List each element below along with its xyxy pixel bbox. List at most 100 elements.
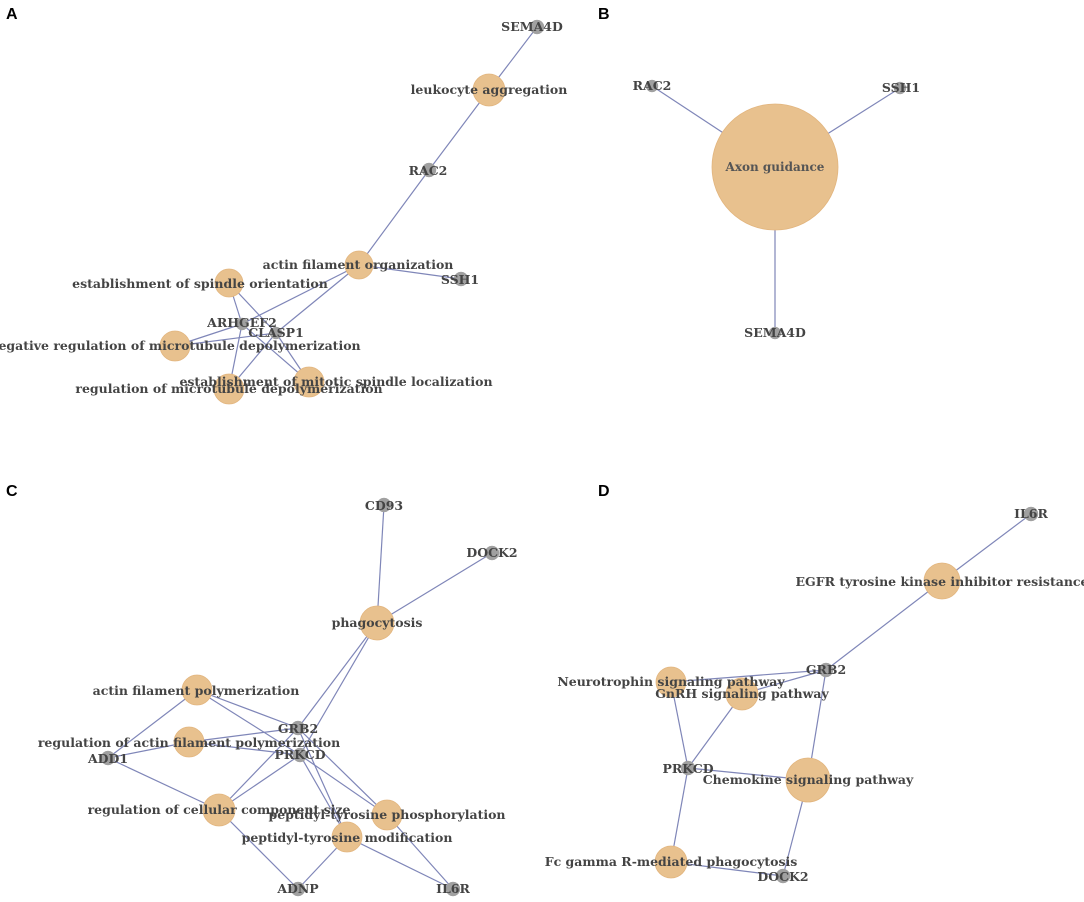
panel-c-label-pty-mod: peptidyl-tyrosine modification (242, 830, 453, 845)
panel-b-term-node-axon (711, 103, 839, 231)
panel-d-label-egfr: EGFR tyrosine kinase inhibitor resistanc… (796, 574, 1084, 589)
panel-c-edge-phago-grb2 (297, 622, 378, 729)
panel-c-edge-cd93-phago (376, 504, 385, 624)
panel-c-label-il6r: IL6R (436, 881, 470, 896)
panel-b-letter: B (598, 6, 610, 23)
panel-d-gene-node-prkcd (680, 760, 696, 776)
panel-c-term-node-pty-mod (331, 821, 363, 853)
panel-d: D IL6R EGFR tyrosine kinase inhibitor res… (545, 483, 1084, 884)
panel-d-label-prkcd: PRKCD (662, 761, 713, 776)
panel-c-edge-reg-cell-size-grb2 (218, 727, 299, 811)
panel-d-label-grb2: GRB2 (806, 662, 846, 677)
panel-d-label-gnrh: GnRH signaling pathway (655, 686, 829, 701)
panel-d-label-dock2: DOCK2 (757, 869, 808, 884)
panel-d-gene-node-grb2 (818, 662, 834, 678)
panel-a-label-arhgef2: ARHGEF2 (206, 315, 277, 330)
panel-b-gene-node-sema4d (768, 326, 782, 340)
panel-d-edge-il6r-egfr (941, 513, 1032, 582)
panel-a-gene-node-clasp1 (269, 326, 283, 340)
panel-c-label-phago: phagocytosis (332, 615, 423, 630)
panel-c-term-node-reg-actin-poly (173, 726, 205, 758)
panel-d-gene-node-il6r (1023, 506, 1039, 522)
panel-c-label-cd93: CD93 (365, 498, 403, 513)
panel-c-label-reg-actin-poly: regulation of actin filament polymerizat… (38, 735, 340, 750)
panel-c-edge-dock2-phago (376, 552, 493, 624)
panel-d-label-neuro: Neurotrophin signaling pathway (557, 674, 785, 689)
panel-a-gene-node-rac2 (421, 162, 437, 178)
panel-c-nodes (100, 497, 500, 897)
panel-d-edge-egfr-grb2 (825, 580, 943, 671)
panel-d-label-fc: Fc gamma R-mediated phagocytosis (545, 854, 798, 869)
panel-d-term-node-fc (654, 845, 688, 879)
panel-a-label-reg-mt: regulation of microtubule depolymerizati… (75, 381, 382, 396)
panel-c-gene-node-grb2 (290, 720, 306, 736)
panel-d-edge-fc-dock2 (670, 861, 784, 877)
panel-a-gene-node-ssh1 (453, 271, 469, 287)
panel-c-label-add1: ADD1 (87, 751, 128, 766)
panel-c-gene-node-adnp (290, 881, 306, 897)
panel-c-edge-reg-cell-size-adnp (218, 809, 299, 890)
panel-a-edge-actin-org-arhgef2 (241, 264, 360, 325)
panel-d-labels: IL6R EGFR tyrosine kinase inhibitor resis… (545, 506, 1084, 884)
panel-b-nodes (645, 79, 907, 340)
panel-d-term-node-gnrh (725, 677, 759, 711)
panel-c-gene-node-dock2 (484, 545, 500, 561)
panel-b-label-axon: Axon guidance (725, 160, 825, 174)
panel-a-label-spindle-orient: establishment of spindle orientation (72, 276, 328, 291)
panel-a-edge-leukocyte-rac2 (428, 89, 490, 171)
panel-a-label-rac2: RAC2 (409, 163, 448, 178)
panel-c-edge-pty-mod-prkcd (299, 754, 348, 838)
panel-b-label-rac2: RAC2 (633, 78, 672, 93)
panel-a-term-node-reg-mt (213, 373, 245, 405)
panel-b-label-sema4d: SEMA4D (744, 325, 806, 340)
panel-a-label-clasp1: CLASP1 (248, 325, 304, 340)
panel-c-edge-actin-poly-add1 (107, 689, 198, 759)
panel-c-edge-pty-mod-grb2 (297, 727, 348, 838)
panel-a-label-leukocyte: leukocyte aggregation (411, 82, 568, 97)
panel-c-edge-actin-poly-grb2 (196, 689, 299, 729)
panel-a-term-node-neg-reg-mt (159, 330, 191, 362)
panel-b-gene-node-rac2 (645, 79, 659, 93)
panel-c-label-reg-cell-size: regulation of cellular component size (88, 802, 351, 817)
panel-c-edge-reg-cell-size-add1 (107, 757, 220, 811)
panel-c-gene-node-il6r (445, 881, 461, 897)
panel-d-edge-neuro-grb2 (670, 669, 827, 683)
panel-c-label-adnp: ADNP (276, 881, 319, 896)
panel-c-label-actin-poly: actin filament polymerization (93, 683, 300, 698)
panel-c-edge-reg-actin-poly-prkcd (188, 741, 301, 756)
panel-a-label-actin-org: actin filament organization (263, 257, 454, 272)
panel-d-term-node-egfr (923, 562, 961, 600)
panel-a-term-node-mitotic (293, 366, 325, 398)
panel-a-term-node-leukocyte (472, 73, 506, 107)
panel-c-edge-pty-phos-il6r (386, 814, 454, 890)
panel-c-term-node-pty-phos (371, 799, 403, 831)
panel-b-label-ssh1: SSH1 (882, 80, 920, 95)
panel-d-nodes (654, 506, 1039, 884)
panel-c-label-dock2: DOCK2 (466, 545, 517, 560)
panel-c-edges (107, 504, 493, 890)
panel-d-label-il6r: IL6R (1014, 506, 1048, 521)
panel-d-gene-node-dock2 (775, 868, 791, 884)
panel-c-edge-pty-mod-il6r (346, 836, 454, 890)
panel-d-term-node-chemo (785, 757, 831, 803)
panel-a-edge-rac2-actin-org (358, 169, 430, 266)
panel-c-label-grb2: GRB2 (278, 721, 318, 736)
panel-d-label-chemo: Chemokine signaling pathway (703, 772, 914, 787)
panel-c-letter: C (6, 483, 18, 500)
panel-a-term-node-spindle-orient (214, 268, 244, 298)
panel-a-edge-actin-org-ssh1 (358, 264, 462, 280)
panel-c-edge-pty-phos-grb2 (297, 727, 388, 816)
panel-a-gene-node-sema4d (529, 19, 545, 35)
panel-c-label-prkcd: PRKCD (274, 747, 325, 762)
panel-c-gene-node-cd93 (376, 497, 392, 513)
panel-a-edge-actin-org-clasp1 (275, 264, 360, 334)
panel-a-gene-node-arhgef2 (235, 317, 249, 331)
panel-d-letter: D (598, 483, 610, 500)
panel-c-gene-node-add1 (100, 750, 116, 766)
panel-c-edge-reg-actin-poly-grb2 (188, 727, 299, 743)
panel-a-label-ssh1: SSH1 (441, 272, 479, 287)
